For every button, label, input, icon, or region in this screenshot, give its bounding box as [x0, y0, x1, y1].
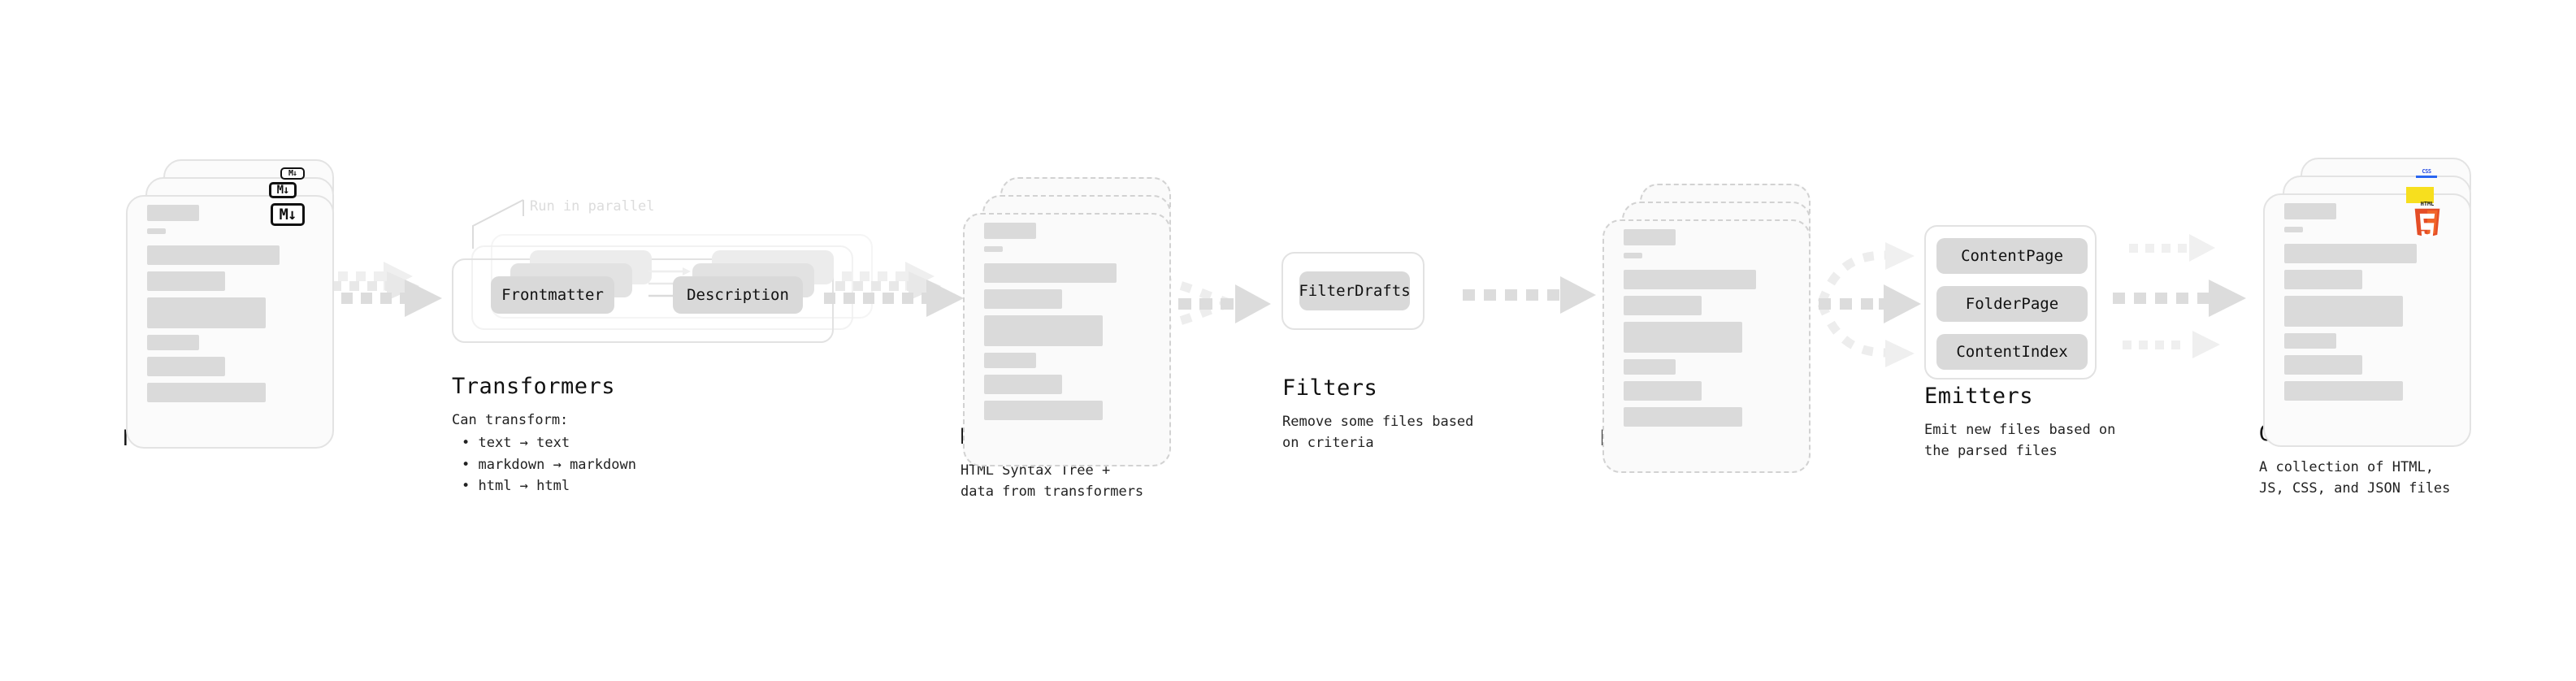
svg-text:HTML: HTML: [2421, 201, 2435, 207]
markdown-skeleton-bars: [147, 205, 314, 410]
site-skeleton-bars: [2284, 203, 2451, 408]
emitter-node-contentpage[interactable]: ContentPage: [1936, 238, 2088, 274]
run-in-parallel-leader-line: [472, 199, 524, 249]
transformer-rule-markdown: markdown → markdown: [452, 454, 635, 475]
js-badge: [2406, 187, 2434, 203]
transformers-layer-mid: [471, 245, 853, 330]
markdown-badge-front: M↓: [271, 203, 305, 226]
arrow-transformers-to-modified: [824, 262, 964, 317]
transformers-caption: Transformers Can transform: text → text …: [452, 374, 636, 497]
filters-title: Filters: [1282, 375, 1378, 401]
filters-caption: Filters Remove some files based on crite…: [1282, 375, 1473, 454]
modified-files-subtitle: HTML Syntax Tree + data from transformer…: [961, 462, 1144, 501]
emitters-caption: Emitters Emit new files based on the par…: [1924, 384, 2115, 462]
css-badge-label: CSS: [2422, 168, 2431, 175]
transformer-rule-html: html → html: [452, 475, 636, 497]
emitters-title: Emitters: [1924, 384, 2034, 409]
emitters-box: ContentPage FolderPage ContentIndex: [1924, 225, 2097, 380]
markdown-badge-back: M↓: [280, 167, 305, 180]
arrow-filtered-to-emitters: [1776, 242, 1921, 367]
modified-skeleton-bars: [984, 223, 1151, 427]
filters-box: FilterDrafts: [1281, 252, 1425, 330]
css-badge-bar: [2416, 176, 2437, 178]
generated-site-subtitle: A collection of HTML, JS, CSS, and JSON …: [2259, 459, 2451, 497]
arrow-emitters-to-site: [2113, 234, 2246, 358]
html5-badge: HTML: [2414, 201, 2440, 238]
emitter-node-contentindex[interactable]: ContentIndex: [1936, 334, 2088, 370]
filtered-skeleton-bars: [1624, 229, 1790, 434]
transformers-layer-back: [491, 234, 873, 319]
transformer-rule-text: text → text: [452, 432, 636, 453]
transformer-node-frontmatter[interactable]: Frontmatter: [491, 276, 614, 314]
run-in-parallel-label: Run in parallel: [530, 198, 655, 215]
filter-node-filterdrafts[interactable]: FilterDrafts: [1299, 271, 1411, 310]
css-badge: CSS: [2416, 169, 2437, 180]
filters-subtitle: Remove some files based on criteria: [1282, 414, 1474, 452]
transformer-node-description[interactable]: Description: [673, 276, 803, 314]
transformers-subtitle: Can transform:: [452, 412, 569, 428]
arrow-filters-to-filtered: [1463, 276, 1596, 314]
emitters-subtitle: Emit new files based on the parsed files: [1924, 422, 2116, 460]
emitter-node-folderpage[interactable]: FolderPage: [1936, 286, 2088, 322]
transformers-title: Transformers: [452, 374, 616, 399]
generated-site-card-stack: CSS HTML: [2263, 158, 2471, 447]
markdown-badge-mid: M↓: [269, 182, 297, 198]
